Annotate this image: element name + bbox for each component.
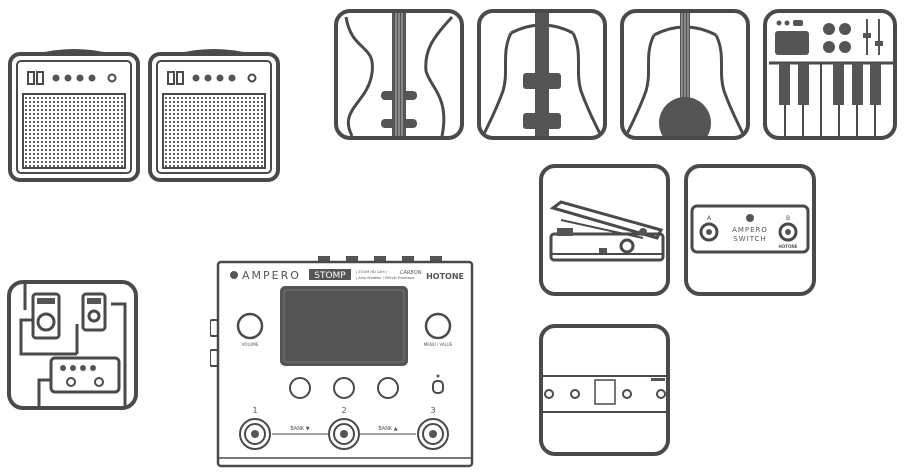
footswitch-a-label: A (707, 215, 712, 222)
expression-pedal-icon (539, 164, 670, 296)
device-subtitle-2: | Amp Modeler / Effects Processor (356, 276, 415, 280)
device-maker: HOTONE (426, 272, 464, 281)
rear-panel-icon (539, 324, 670, 456)
footswitch-b-label: B (786, 215, 790, 222)
bank-up-label: BANK ▲ (378, 426, 397, 432)
effects-pedals-icon (7, 280, 138, 410)
footswitch-maker: HOTONE (779, 244, 798, 249)
bass-guitar-icon (477, 9, 607, 140)
midi-keyboard-icon (763, 9, 897, 140)
switch-2-label: 2 (341, 406, 346, 415)
switch-1-label: 1 (252, 406, 257, 415)
bank-down-label: BANK ▼ (290, 426, 309, 432)
volume-label: VOLUME (242, 342, 259, 347)
acoustic-guitar-icon (620, 9, 750, 140)
electric-guitar-icon (334, 9, 464, 140)
guitar-amp-icon-right (148, 48, 280, 182)
device-subtitle-1: | ZOOM HD Cam | (356, 270, 387, 274)
switch-3-label: 3 (430, 406, 435, 415)
device-model: STOMP (314, 271, 346, 281)
ampero-stomp-device: AMPERO STOMP | ZOOM HD Cam | | Amp Model… (210, 252, 474, 468)
footswitch-brand: AMPERO (732, 226, 768, 234)
device-badge: CARBON (400, 270, 422, 276)
guitar-amp-icon-left (8, 48, 140, 182)
device-brand: AMPERO (242, 269, 301, 282)
menu-value-label: MENU / VALUE (424, 342, 453, 347)
footswitch-icon: A B AMPERO SWITCH HOTONE (684, 164, 816, 296)
footswitch-model: SWITCH (733, 235, 766, 243)
